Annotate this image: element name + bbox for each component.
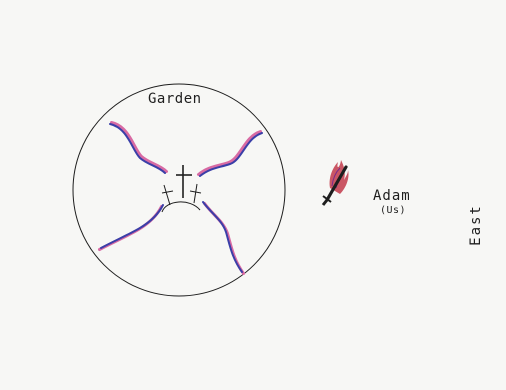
four-rivers xyxy=(100,123,263,274)
adam-label: Adam xyxy=(373,189,411,203)
hill-arc xyxy=(162,202,200,212)
east-label: East xyxy=(469,204,483,246)
flaming-sword-icon xyxy=(323,160,349,205)
us-label: (Us) xyxy=(380,206,406,216)
garden-circle xyxy=(73,84,285,296)
garden-label: Garden xyxy=(148,92,202,106)
